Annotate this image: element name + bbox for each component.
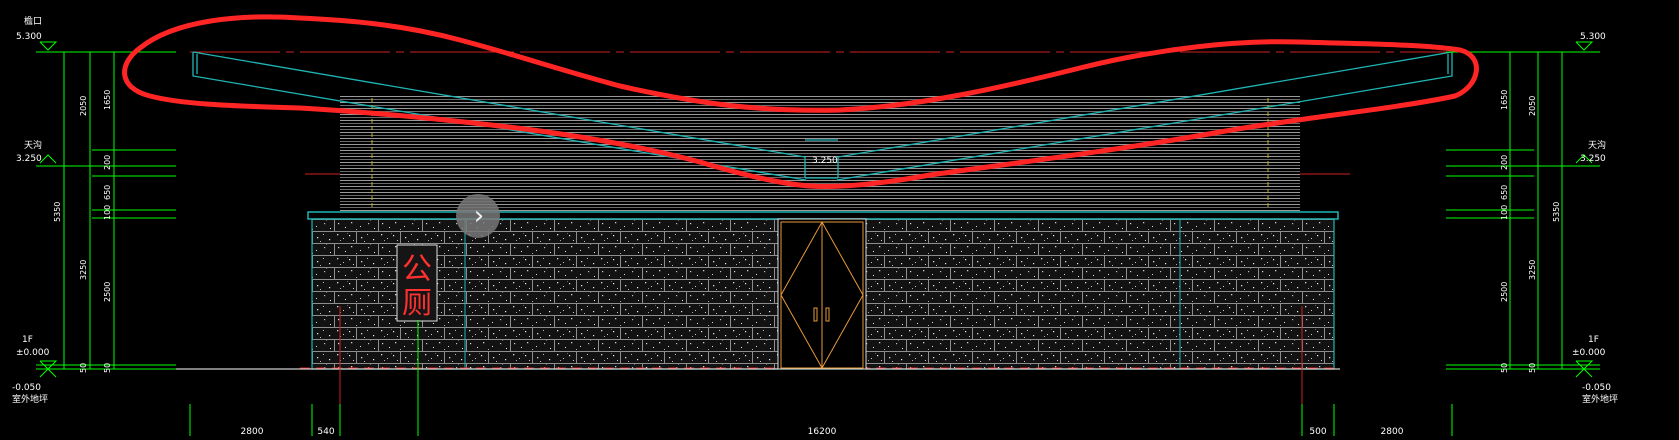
left-dim-inner-3: 650 [103,185,112,200]
left-dimension-group [36,41,176,378]
right-level-ground-elev: -0.050 [1582,383,1611,393]
bottom-dims-text: 2800 540 16200 500 2800 [241,427,1404,437]
left-dim-inner-2: 200 [103,155,112,170]
sign-char-2: 厕 [402,286,432,321]
brick-facade [175,211,1340,370]
bottom-dim-3: 16200 [808,427,837,436]
roof-siding-panel [340,96,1300,212]
left-level-1f-elev: ±0.000 [16,348,50,358]
bottom-dimension-group [189,320,1453,436]
left-level-eaves-name: 檐口 [24,15,42,27]
toilet-sign: 公 厕 [396,244,438,322]
left-level-labels: 檐口 5.300 天沟 3.250 1F ±0.000 -0.050 室外地坪 [12,15,50,405]
left-dim-outer-3: 3250 [79,260,88,280]
red-markup-outline [122,14,1479,190]
right-level-1f-elev: ±0.000 [1572,348,1606,358]
right-dimension-group [1446,41,1600,378]
right-dim-inner-6: 50 [1500,363,1509,373]
chevron-right-icon: › [473,201,485,231]
butterfly-roof [192,51,1453,181]
center-gutter-elevation: 3.250 [812,156,838,166]
right-dim-inner-3: 650 [1500,185,1509,200]
right-level-ground-name: 室外地坪 [1582,393,1618,405]
right-level-gutter-name: 天沟 [1588,139,1606,151]
left-dim-inner-4: 100 [103,205,112,220]
left-level-gutter-elev: 3.250 [16,154,42,164]
left-dim-outer-4: 50 [79,363,88,373]
left-level-eaves-elev: 5.300 [16,32,42,42]
next-image-button[interactable]: › [456,194,500,238]
left-dim-outer-1: 2050 [79,96,88,116]
bottom-dim-2: 540 [317,427,334,436]
left-dim-inner-5: 2500 [103,282,112,302]
right-dim-inner-2: 200 [1500,155,1509,170]
right-outer-dims: 2050 5350 3250 50 [1528,96,1561,373]
bottom-dim-5: 2800 [1381,427,1404,436]
left-inner-dims: 1650 200 650 100 2500 50 [103,90,112,373]
left-dim-inner-1: 1650 [103,90,112,110]
bottom-dim-1: 2800 [241,427,264,436]
right-level-1f-name: 1F [1588,335,1599,345]
right-dim-inner-1: 1650 [1500,90,1509,110]
left-level-ground-elev: -0.050 [12,383,41,393]
left-dim-outer-2: 5350 [53,202,62,222]
sign-char-1: 公 [402,252,432,287]
left-level-gutter-name: 天沟 [24,139,42,151]
right-inner-dims: 1650 200 650 100 2500 50 [1500,90,1509,373]
right-level-gutter-elev: 3.250 [1580,154,1606,164]
entrance-double-door [777,218,867,370]
bottom-dim-4: 500 [1309,427,1326,436]
right-dim-outer-1: 2050 [1528,96,1537,116]
left-outer-dims: 2050 5350 3250 50 [53,96,88,373]
right-level-labels: 5.300 天沟 3.250 1F ±0.000 -0.050 室外地坪 [1572,32,1618,405]
left-level-1f-name: 1F [22,335,33,345]
left-dim-inner-6: 50 [103,363,112,373]
right-dim-outer-2: 5350 [1552,202,1561,222]
right-dim-inner-4: 100 [1500,205,1509,220]
left-level-ground-name: 室外地坪 [12,393,48,405]
right-dim-inner-5: 2500 [1500,282,1509,302]
right-dim-outer-4: 50 [1528,363,1537,373]
right-level-eaves-elev: 5.300 [1580,32,1606,42]
right-dim-outer-3: 3250 [1528,260,1537,280]
